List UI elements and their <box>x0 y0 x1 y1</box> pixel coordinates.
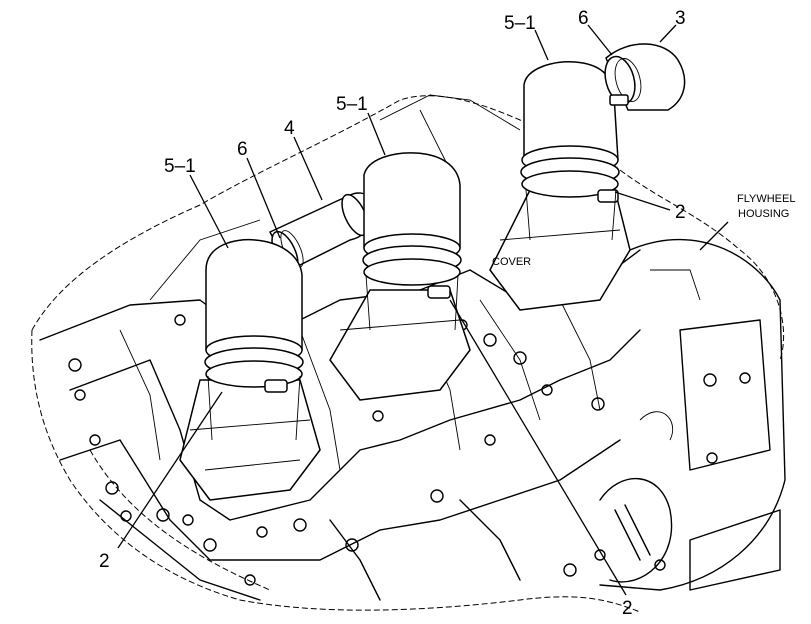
manifold-center <box>329 289 471 401</box>
label-tube: 4 <box>284 118 295 139</box>
leader-lines <box>117 24 729 596</box>
label-flywheel-line2: HOUSING <box>738 208 789 220</box>
label-clamp-bolt-center: 2 <box>622 598 633 619</box>
label-clamp-left: 6 <box>237 139 248 160</box>
label-cover: COVER <box>492 256 531 268</box>
manifold-right <box>489 189 631 311</box>
label-clamp-right: 6 <box>578 8 589 29</box>
callout-labels: 5–1 6 4 5–1 5–1 6 3 2 2 2 COVER FLYWHEEL… <box>99 8 795 619</box>
label-clamp-bolt-right: 2 <box>675 202 686 223</box>
label-elbow-right: 5–1 <box>504 13 536 34</box>
label-clamp-bolt-left: 2 <box>99 551 110 572</box>
elbow-left <box>204 238 304 441</box>
flywheel-housing <box>599 238 786 591</box>
elbow-center <box>362 152 462 331</box>
label-flywheel-line1: FLYWHEEL <box>737 193 795 205</box>
label-elbow-far: 3 <box>675 8 686 29</box>
label-elbow-left: 5–1 <box>164 156 196 177</box>
elbow-far <box>604 43 686 111</box>
elbow-right <box>520 60 620 241</box>
label-elbow-center: 5–1 <box>336 94 368 115</box>
